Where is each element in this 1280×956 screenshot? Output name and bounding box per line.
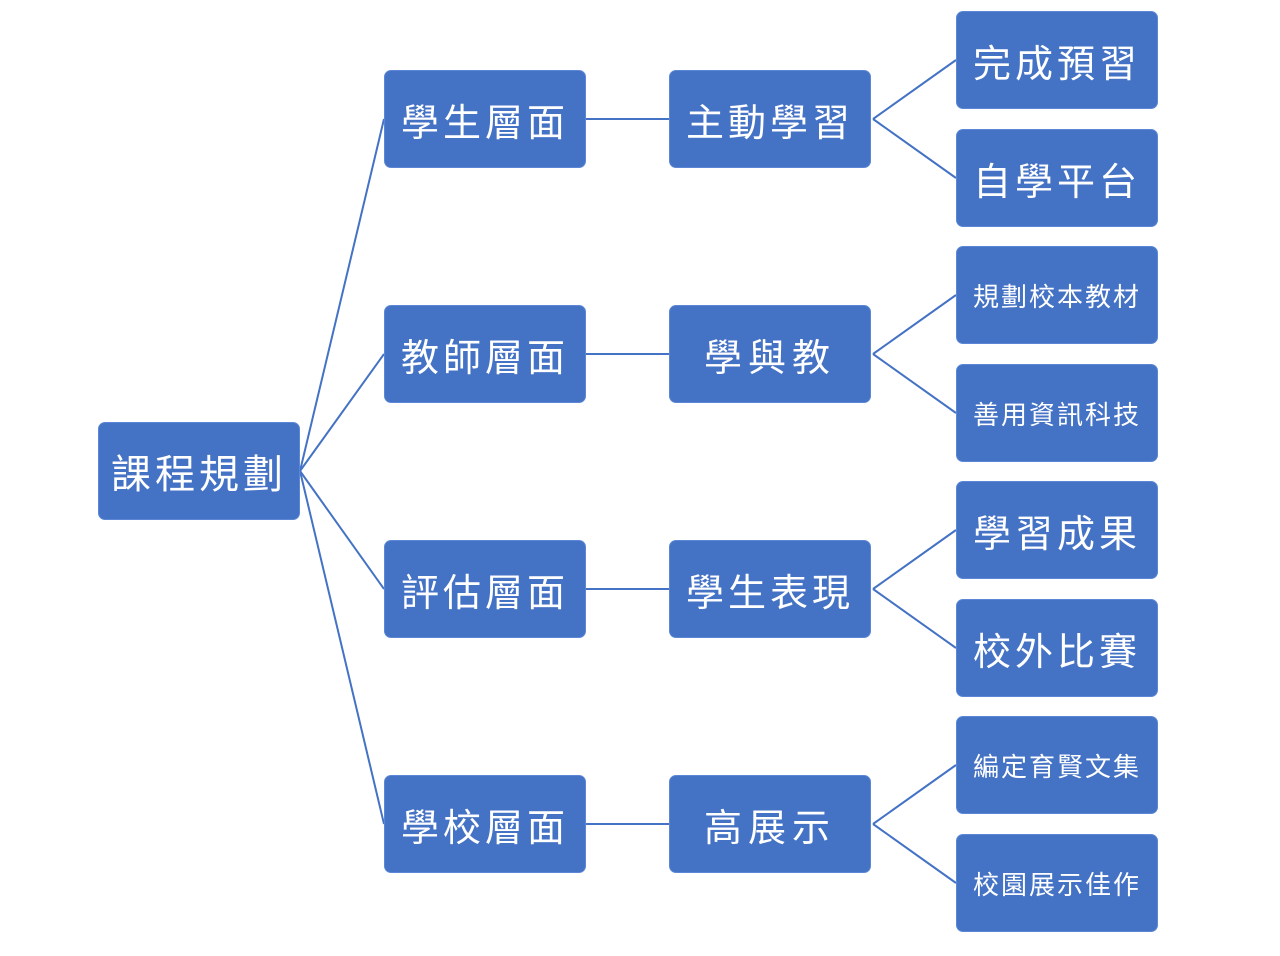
connector-root-branch-1	[299, 118, 385, 472]
leaf-node-it-usage[interactable]: 善用資訊科技	[956, 364, 1158, 462]
leaf-node-school-materials[interactable]: 規劃校本教材	[956, 246, 1158, 344]
connector-child-4-leaf-1	[872, 764, 957, 825]
leaf-node-anthology[interactable]: 編定育賢文集	[956, 716, 1158, 814]
connector-child-2-leaf-2	[872, 353, 957, 414]
connector-root-branch-2	[299, 353, 385, 472]
branch-node-teacher[interactable]: 教師層面	[384, 305, 586, 403]
connector-child-4-leaf-2	[872, 823, 957, 884]
connector-root-branch-3	[299, 470, 385, 590]
child-node-student-performance[interactable]: 學生表現	[669, 540, 871, 638]
branch-node-student[interactable]: 學生層面	[384, 70, 586, 168]
leaf-node-learning-outcomes[interactable]: 學習成果	[956, 481, 1158, 579]
branch-node-school[interactable]: 學校層面	[384, 775, 586, 873]
leaf-node-external-contests[interactable]: 校外比賽	[956, 599, 1158, 697]
connector-child-3-leaf-1	[872, 529, 957, 590]
leaf-node-self-learning[interactable]: 自學平台	[956, 129, 1158, 227]
branch-node-assessment[interactable]: 評估層面	[384, 540, 586, 638]
root-node[interactable]: 課程規劃	[98, 422, 300, 520]
child-node-high-display[interactable]: 高展示	[669, 775, 871, 873]
leaf-node-preview[interactable]: 完成預習	[956, 11, 1158, 109]
connector-root-branch-4	[299, 470, 385, 825]
child-node-active-learning[interactable]: 主動學習	[669, 70, 871, 168]
connector-child-3-leaf-2	[872, 588, 957, 649]
child-node-learning-teaching[interactable]: 學與教	[669, 305, 871, 403]
connector-child-1-leaf-1	[872, 59, 957, 120]
leaf-node-campus-exhibition[interactable]: 校園展示佳作	[956, 834, 1158, 932]
connector-child-1-leaf-2	[872, 118, 957, 179]
connector-child-2-leaf-1	[872, 294, 957, 355]
